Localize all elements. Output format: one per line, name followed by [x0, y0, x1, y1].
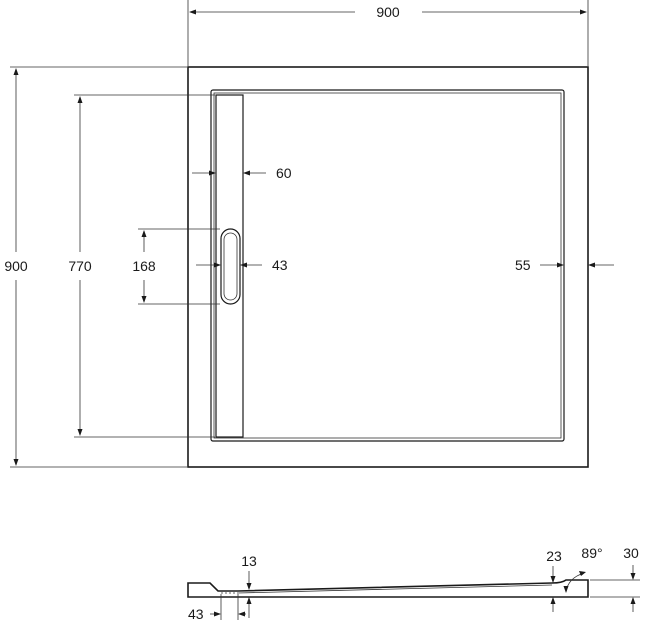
- dim-overall-height: 900: [4, 66, 187, 468]
- section-inner-line: [237, 584, 553, 594]
- section-profile: [187, 579, 589, 598]
- dim-overall-width: 900: [187, 0, 589, 66]
- dim-section-23: 23: [546, 548, 562, 612]
- dim-section-43: 43: [188, 594, 246, 622]
- label-section-43: 43: [188, 606, 204, 622]
- label-section-23: 23: [546, 548, 562, 564]
- label-overall-width: 900: [376, 4, 400, 20]
- label-channel-width: 60: [276, 165, 292, 181]
- drain-slot-inner: [223, 232, 238, 301]
- drain-slot: [220, 228, 241, 305]
- dim-rim-width: 55: [515, 257, 614, 273]
- label-section-13: 13: [241, 553, 257, 569]
- dim-drain-width: 43: [196, 257, 288, 273]
- label-section-angle: 89°: [581, 545, 602, 561]
- dim-drain-length: 168: [132, 228, 220, 305]
- label-rim-width: 55: [515, 257, 531, 273]
- label-section-30: 30: [623, 545, 639, 561]
- dim-section-30: 30: [590, 545, 640, 612]
- tray-outline: [187, 66, 589, 468]
- basin-inner-outline: [213, 92, 562, 439]
- label-channel-length: 770: [68, 258, 92, 274]
- section-view: [187, 579, 589, 598]
- drain-channel: [215, 94, 244, 438]
- label-drain-width: 43: [272, 257, 288, 273]
- dim-section-angle: 89°: [563, 545, 603, 593]
- dim-channel-length: 770: [68, 94, 215, 438]
- dim-channel-width: 60: [192, 165, 292, 181]
- dim-section-13: 13: [241, 553, 257, 618]
- basin-outline: [210, 89, 565, 442]
- label-drain-length: 168: [132, 258, 156, 274]
- label-overall-height: 900: [4, 258, 28, 274]
